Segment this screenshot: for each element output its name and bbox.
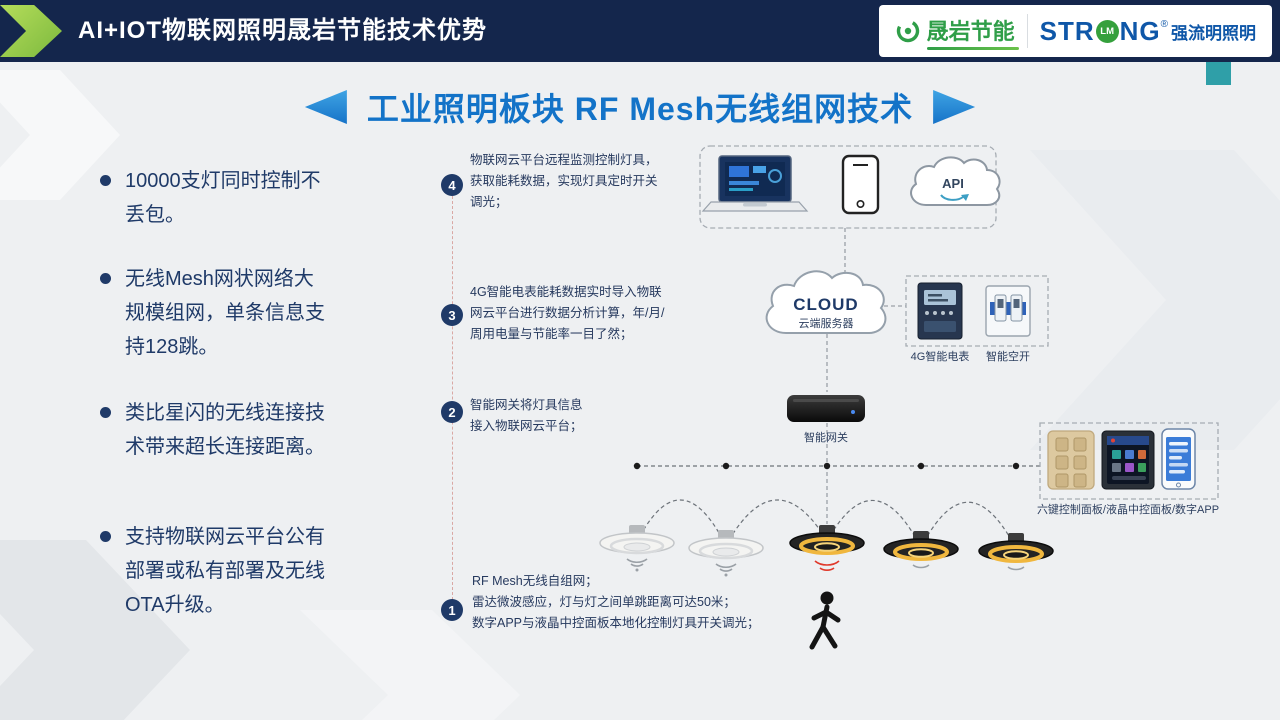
strong-cn-text: 强流明照明 xyxy=(1171,23,1256,43)
six-key-panel-icon xyxy=(1047,430,1095,490)
gateway-icon xyxy=(787,395,865,422)
meter-label: 4G智能电表 xyxy=(911,349,970,363)
shengyan-logo-icon xyxy=(895,18,921,44)
shengyan-logo-text: 晟岩节能 xyxy=(926,14,1019,50)
step-text: 4G智能电表能耗数据实时导入物联 网云平台进行数据分析计算，年/月/ 周用电量与… xyxy=(470,285,665,341)
bullet-text: 无线Mesh网状网络大 规模组网，单条信息支 持128跳。 xyxy=(125,268,325,358)
cloud-label: CLOUD xyxy=(793,295,858,314)
step-number-badge: 3 xyxy=(441,304,463,326)
highbay-light-white-icon xyxy=(688,530,764,577)
smart-meter-icon xyxy=(917,282,963,340)
highbay-light-white-icon xyxy=(599,525,675,572)
meter-breaker-box xyxy=(905,275,1049,347)
bullet-item: 类比星闪的无线连接技 术带来超长连接距离。 xyxy=(100,396,325,464)
step-number-badge: 2 xyxy=(441,401,463,423)
cloud-server-icon: CLOUD 云端服务器 xyxy=(765,270,887,334)
dashed-connectors xyxy=(826,228,906,524)
right-arrow-icon xyxy=(933,90,976,124)
lm-text: LM xyxy=(1100,25,1114,37)
bullet-dot-icon xyxy=(100,175,111,186)
api-cloud-icon: API xyxy=(910,156,1001,206)
bullet-text: 10000支灯同时控制不 丢包。 xyxy=(125,170,321,226)
header-chevron-icon xyxy=(0,5,62,57)
highbay-light-black-icon xyxy=(978,533,1054,571)
bullet-item: 10000支灯同时控制不 丢包。 xyxy=(100,164,321,232)
panels-box xyxy=(1039,422,1219,500)
step-number-badge: 1 xyxy=(441,599,463,621)
step-text: 智能网关将灯具信息 接入物联网云平台； xyxy=(470,398,583,433)
highbay-light-black-icon xyxy=(883,531,959,569)
registered-mark: ® xyxy=(1160,18,1168,30)
main-title: 工业照明板块 RF Mesh无线组网技术 xyxy=(366,91,914,127)
laptop-icon xyxy=(701,155,809,212)
gateway-label: 智能网关 xyxy=(804,430,848,444)
lcd-panel-icon xyxy=(1101,430,1155,490)
bullet-dot-icon xyxy=(100,273,111,284)
step-text: RF Mesh无线自组网； 雷达微波感应，灯与灯之间单跳距离可达50米； 数字A… xyxy=(472,574,760,630)
person-icon xyxy=(809,591,841,650)
app-phone-icon xyxy=(1161,428,1196,490)
highbay-light-black-icon xyxy=(789,525,865,555)
cloud-sub-label: 云端服务器 xyxy=(799,317,854,330)
bullet-item: 支持物联网云平台公有 部署或私有部署及无线 OTA升级。 xyxy=(100,520,325,622)
bullet-text: 类比星闪的无线连接技 术带来超长连接距离。 xyxy=(125,402,325,458)
bullet-dot-icon xyxy=(100,531,111,542)
header-title: AI+IOT物联网照明晟岩节能技术优势 xyxy=(78,17,488,44)
teal-accent-square xyxy=(1206,62,1231,85)
mesh-node-dots xyxy=(633,462,1020,470)
radar-waves-icon xyxy=(814,560,840,571)
section-title-row: 工业照明板块 RF Mesh无线组网技术 xyxy=(0,84,1280,130)
bullet-dot-icon xyxy=(100,407,111,418)
lm-circle-icon: LM xyxy=(1095,19,1119,43)
strong-suffix: NG xyxy=(1119,15,1161,46)
logo-box: 晟岩节能 STR LM NG ® 强流明照明 xyxy=(878,5,1272,57)
steps-connector-line xyxy=(452,196,453,600)
smart-breaker-icon xyxy=(985,285,1031,337)
left-arrow-icon xyxy=(304,90,347,124)
strong-logo: STR LM NG ® 强流明照明 xyxy=(1040,16,1256,47)
bullet-text: 支持物联网云平台公有 部署或私有部署及无线 OTA升级。 xyxy=(125,526,325,616)
smartphone-icon xyxy=(841,154,880,215)
logo-divider xyxy=(1026,14,1028,48)
step-text: 物联网云平台远程监测控制灯具， 获取能耗数据，实现灯具定时开关 调光； xyxy=(470,153,658,209)
bullet-item: 无线Mesh网状网络大 规模组网，单条信息支 持128跳。 xyxy=(100,262,325,364)
header-bar: AI+IOT物联网照明晟岩节能技术优势 晟岩节能 STR LM NG ® 强流明… xyxy=(0,0,1280,62)
api-label: API xyxy=(942,176,964,191)
strong-prefix: STR xyxy=(1039,15,1095,46)
mesh-arcs xyxy=(639,499,1014,544)
network-diagram: API CLOUD 云端服务器 xyxy=(599,145,1219,650)
breaker-label: 智能空开 xyxy=(986,349,1030,363)
panels-label: 六键控制面板/液晶中控面板/数字APP xyxy=(1037,502,1219,516)
step-number-badge: 4 xyxy=(441,174,463,196)
